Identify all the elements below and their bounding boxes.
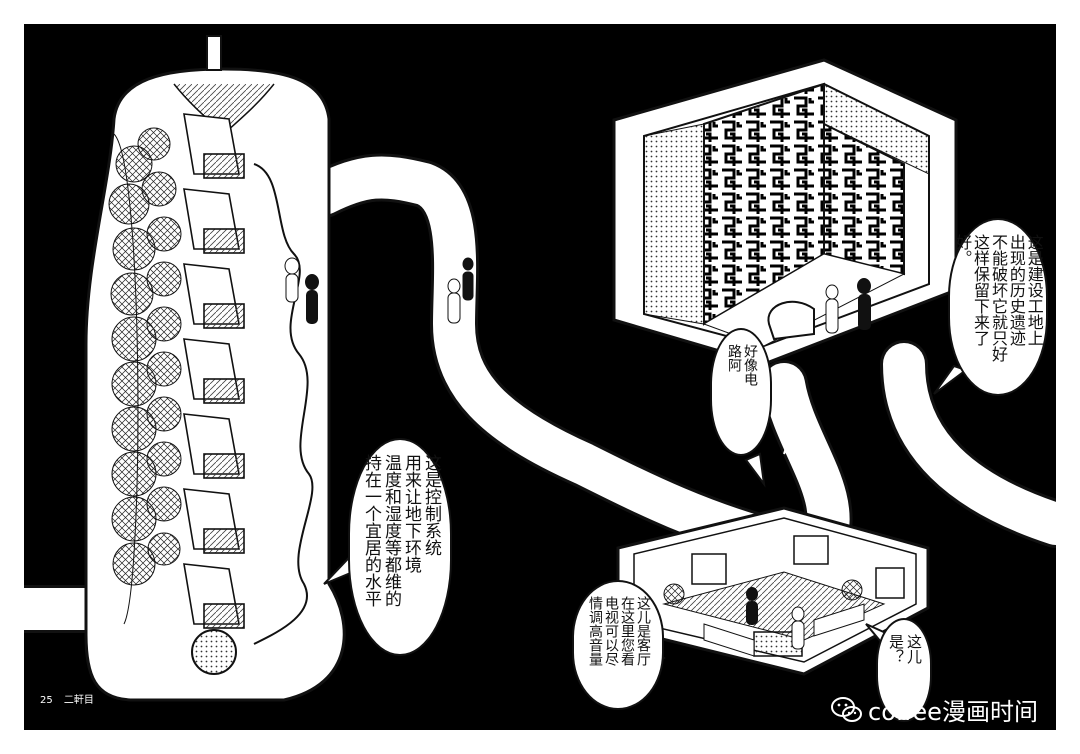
speech-bubble-circuit: 好像电 路阿: [710, 328, 772, 456]
control-capsule: [84, 35, 346, 702]
bubble-column: 这是控制系统: [421, 454, 441, 556]
bubble-column: 这儿是客厅: [635, 596, 651, 666]
bubble-column: 持在一个宜居的水平: [361, 454, 381, 607]
page-folio: 25 二軒目: [40, 691, 102, 706]
speech-bubble-living-room: 这儿是客厅 在这里您看 电视可以尽 情调高音量: [572, 580, 664, 710]
bubble-column: 电视可以尽: [603, 596, 619, 666]
living-room: [616, 506, 930, 676]
illustration: [24, 35, 1056, 702]
page-number: 25: [40, 695, 53, 706]
bubble-column: 这儿: [905, 634, 923, 664]
bubble-column: 用来让地下环境: [401, 454, 421, 573]
speech-bubble-ruins: 这是建设工地上 出现的历史遗迹 不能破坏它就只好 这样保留下来了 好。: [948, 218, 1048, 396]
bubble-column: 这是建设工地上: [1024, 234, 1044, 346]
speech-bubble-question: 这儿 是？: [876, 618, 932, 722]
machine-units: [183, 113, 245, 629]
bubble-column: 这样保留下来了: [971, 234, 991, 346]
ruins-room: [612, 58, 958, 455]
wechat-icon: [831, 696, 862, 722]
watermark: coffee漫画时间: [830, 692, 1038, 727]
bubble-column: 是？: [887, 634, 905, 664]
chapter-label: 二軒目: [63, 695, 94, 706]
speech-bubble-control-system: 这是控制系统 用来让地下环境 温度和湿度等都维的 持在一个宜居的水平: [348, 438, 452, 656]
characters-left: [284, 256, 475, 324]
tube-network: [24, 153, 1056, 633]
grid-spheres: [108, 127, 182, 586]
bubble-column: 温度和湿度等都维的: [381, 454, 401, 607]
bubble-column: 好像电: [742, 344, 758, 386]
bubble-column: 路阿: [726, 344, 742, 372]
manga-panel: 这是控制系统 用来让地下环境 温度和湿度等都维的 持在一个宜居的水平 好像电 路…: [24, 24, 1056, 730]
bubble-column: 不能破坏它就只好: [988, 234, 1008, 362]
watermark-text: coffee漫画时间: [868, 698, 1038, 726]
bubble-column: 情调高音量: [587, 596, 603, 666]
bubble-column: 在这里您看: [619, 596, 635, 666]
bubble-column: 出现的历史遗迹: [1006, 234, 1026, 346]
bubble-column: 好。: [953, 234, 973, 266]
